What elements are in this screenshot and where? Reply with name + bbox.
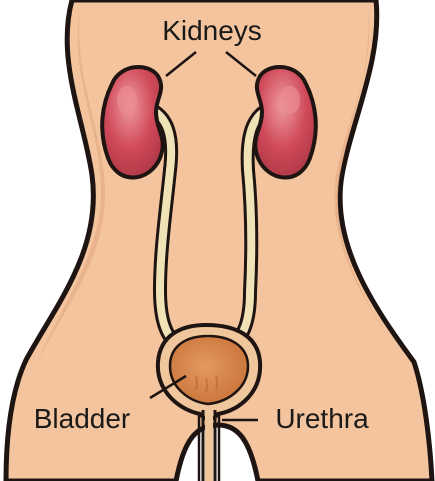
urethra-fill <box>205 412 213 481</box>
bladder-label: Bladder <box>34 403 131 434</box>
urethra-label: Urethra <box>275 403 369 434</box>
kidneys-label: Kidneys <box>162 15 262 46</box>
left-kidney <box>102 67 163 178</box>
left-kidney-highlight <box>117 86 137 114</box>
right-kidney-highlight <box>280 86 300 114</box>
right-kidney <box>255 67 316 178</box>
